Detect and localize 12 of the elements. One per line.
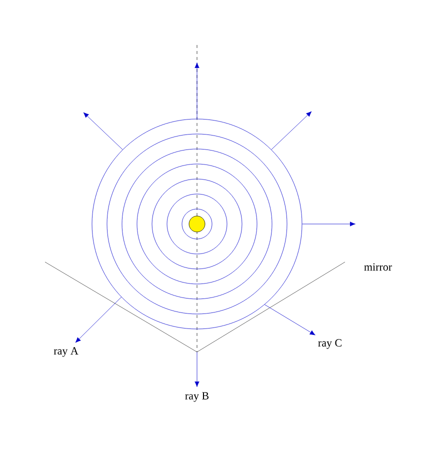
ray-arrow [271, 111, 312, 150]
ray-label: ray A [54, 347, 78, 357]
mirror-label: mirror [364, 263, 392, 271]
ray-arrow [194, 352, 200, 387]
ray-label: ray C [318, 339, 342, 349]
ray-arrow [194, 62, 200, 119]
ray-arrow [264, 304, 316, 336]
ray-arrow [83, 112, 123, 150]
ray-label: ray B [185, 392, 209, 402]
ray-arrow [302, 222, 356, 226]
ray-arrow [75, 296, 122, 343]
wavefront-circle [92, 118, 302, 330]
